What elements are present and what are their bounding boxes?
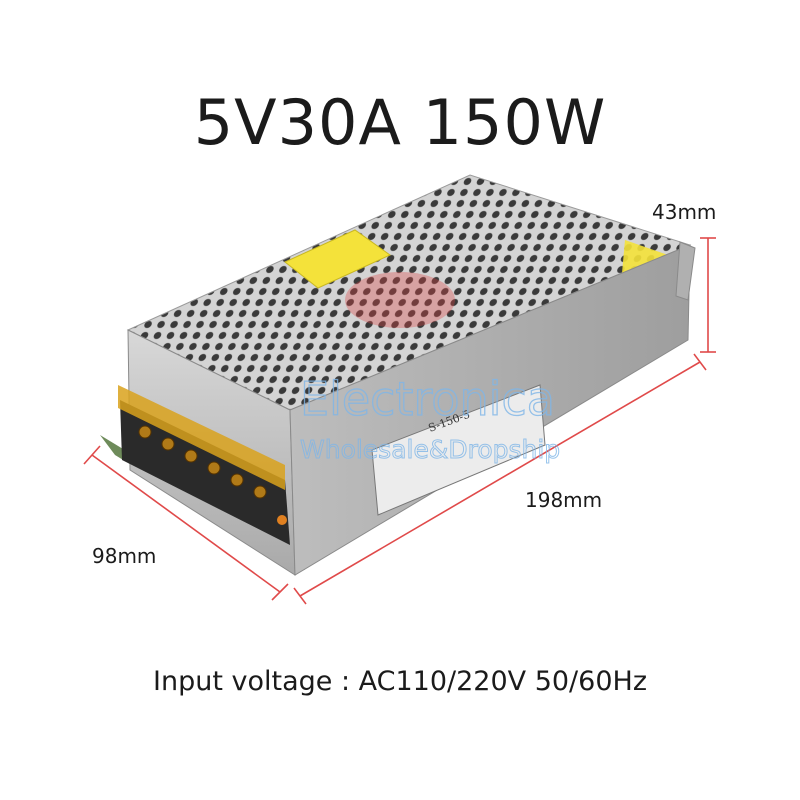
watermark-brand: Electronica	[300, 372, 555, 426]
spec-label	[371, 384, 546, 516]
product-title: 5V30A 150W	[193, 86, 607, 159]
top-warning-label	[284, 229, 391, 289]
adjust-potentiometer	[277, 515, 287, 525]
terminal-block	[120, 400, 290, 545]
height-dimension: 43mm	[652, 200, 717, 224]
input-voltage-spec: Input voltage : AC110/220V 50/60Hz	[153, 666, 647, 697]
terminal-screws	[138, 425, 267, 499]
dimension-lines	[83, 237, 716, 605]
length-dimension: 198mm	[525, 488, 603, 512]
width-dimension: 98mm	[92, 544, 157, 568]
mounting-tab	[675, 241, 696, 301]
terminal-cover	[118, 385, 285, 490]
watermark-tagline: Wholesale&Dropship	[300, 435, 560, 464]
